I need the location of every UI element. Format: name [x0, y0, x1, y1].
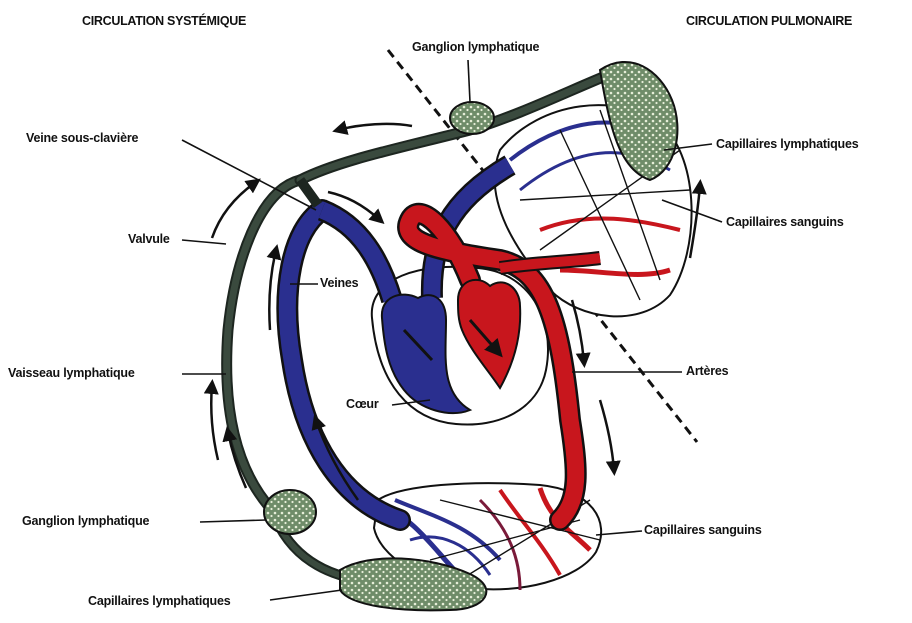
label-arteres: Artères	[686, 364, 728, 378]
label-ganglion-lymphatique-top: Ganglion lymphatique	[412, 40, 539, 54]
label-coeur: Cœur	[346, 397, 379, 411]
lymph-node-top	[450, 102, 494, 134]
label-valvule: Valvule	[128, 232, 170, 246]
header-pulmonary: CIRCULATION PULMONAIRE	[686, 14, 852, 28]
label-veines: Veines	[320, 276, 358, 290]
lymph-node-bottom	[264, 490, 316, 534]
label-ganglion-lymphatique-bottom: Ganglion lymphatique	[22, 514, 149, 528]
label-capillaires-lymphatiques-top: Capillaires lymphatiques	[716, 137, 858, 151]
header-systemic: CIRCULATION SYSTÉMIQUE	[82, 14, 246, 28]
label-vaisseau-lymphatique: Vaisseau lymphatique	[8, 366, 135, 380]
label-veine-sous-claviere: Veine sous-clavière	[26, 131, 138, 145]
label-capillaires-sanguins-top: Capillaires sanguins	[726, 215, 844, 229]
label-capillaires-sanguins-bottom: Capillaires sanguins	[644, 523, 762, 537]
label-capillaires-lymphatiques-bottom: Capillaires lymphatiques	[88, 594, 230, 608]
